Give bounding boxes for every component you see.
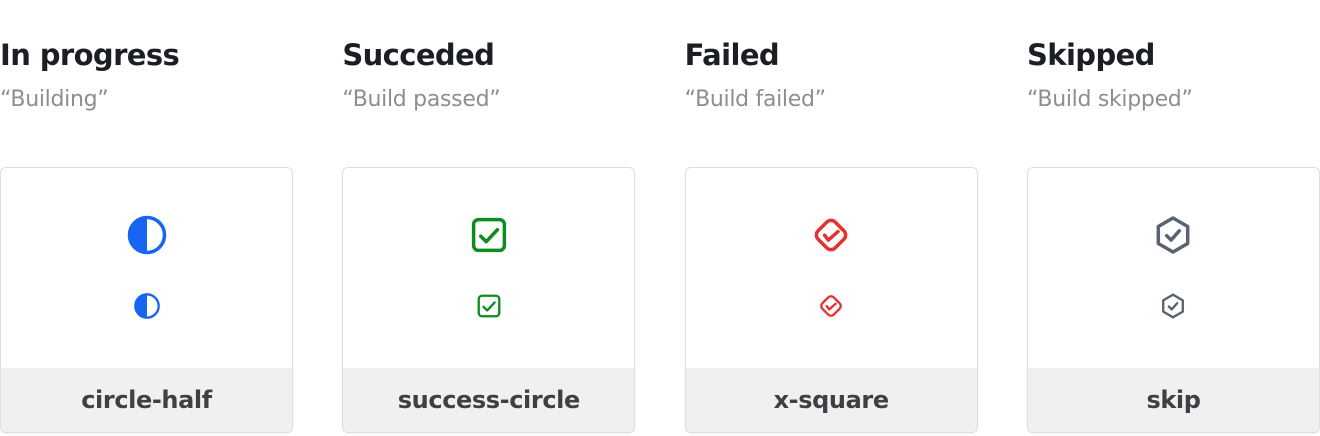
column-failed: Failed “Build failed” x-square: [684, 0, 978, 436]
icon-card-body: [1, 168, 292, 368]
column-succeeded: Succeded “Build passed” success-: [342, 0, 636, 436]
icon-name-label: x-square: [685, 368, 977, 432]
hexagon-check-icon: [1152, 214, 1194, 256]
column-title: In progress: [0, 38, 180, 72]
icon-card-body: [686, 168, 977, 368]
icon-name-label: success-circle: [343, 368, 635, 432]
column-header: In progress “Building”: [0, 0, 293, 167]
column-subtitle: “Build failed”: [684, 87, 826, 112]
column-subtitle: “Build passed”: [342, 87, 501, 112]
icon-name-label: skip: [1027, 368, 1319, 432]
icon-card-body: [1028, 168, 1319, 368]
circle-half-icon: [126, 214, 168, 256]
column-title: Succeded: [342, 38, 495, 72]
check-square-icon: [468, 214, 510, 256]
icon-card: success-circle: [342, 167, 636, 433]
diamond-check-icon: [817, 292, 845, 320]
icon-card: x-square: [684, 167, 978, 433]
icon-card-body: [343, 168, 634, 368]
icon-name-label: circle-half: [1, 368, 292, 432]
circle-half-icon: [133, 292, 161, 320]
column-header: Succeded “Build passed”: [342, 0, 635, 167]
column-skipped: Skipped “Build skipped” skip: [1026, 0, 1320, 436]
column-subtitle: “Build skipped”: [1026, 87, 1193, 112]
icon-card: circle-half: [0, 167, 293, 433]
icon-card: skip: [1026, 167, 1320, 433]
column-header: Skipped “Build skipped”: [1027, 0, 1320, 167]
column-title: Skipped: [1026, 38, 1155, 72]
column-title: Failed: [684, 38, 780, 72]
column-subtitle: “Building”: [0, 87, 109, 112]
diamond-check-icon: [810, 214, 852, 256]
check-square-icon: [475, 292, 503, 320]
column-header: Failed “Build failed”: [685, 0, 978, 167]
column-in-progress: In progress “Building” circle-ha: [0, 0, 293, 436]
hexagon-check-icon: [1159, 292, 1187, 320]
